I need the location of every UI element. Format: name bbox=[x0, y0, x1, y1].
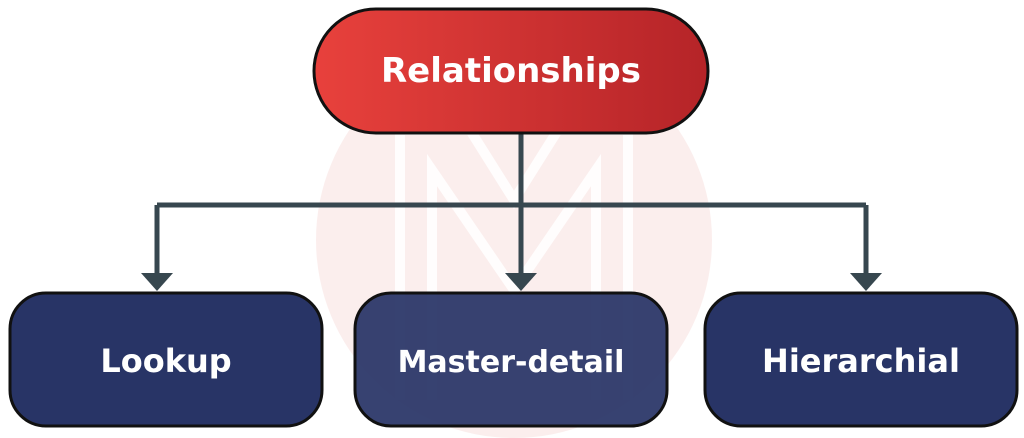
child-node-master-detail-label: Master-detail bbox=[398, 345, 625, 380]
child-node-lookup-label: Lookup bbox=[100, 342, 231, 380]
connector-arrowheads bbox=[141, 273, 882, 291]
arrowhead-master-detail-icon bbox=[505, 273, 537, 291]
root-node-label: Relationships bbox=[381, 51, 641, 91]
arrowhead-lookup-icon bbox=[141, 273, 173, 291]
root-node: Relationships bbox=[312, 7, 710, 135]
arrowhead-hierarchial-icon bbox=[850, 273, 882, 291]
child-node-hierarchial-label: Hierarchial bbox=[762, 342, 960, 380]
connector-lines bbox=[154, 133, 869, 276]
child-node-hierarchial: Hierarchial bbox=[703, 291, 1019, 428]
child-node-master-detail: Master-detail bbox=[353, 291, 669, 428]
child-node-lookup: Lookup bbox=[8, 291, 324, 428]
